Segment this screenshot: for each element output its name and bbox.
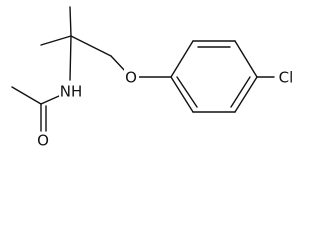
ring-double-right bbox=[230, 76, 251, 108]
bond-layer bbox=[11, 6, 275, 132]
ether-o-label-background bbox=[124, 69, 139, 86]
nh-label-background bbox=[59, 82, 83, 101]
label-layer: NH O O Cl bbox=[36, 68, 297, 150]
carbonyl-oxygen-label: O bbox=[37, 132, 49, 150]
ring-bond-ipso-top-left bbox=[170, 40, 194, 78]
chlorine-label: Cl bbox=[279, 69, 294, 87]
cl-label-background bbox=[275, 68, 297, 87]
ether-oxygen-label: O bbox=[125, 69, 137, 87]
molecule-diagram: NH O O Cl bbox=[11, 6, 297, 150]
ring-bond-bottom-left-ipso bbox=[170, 76, 194, 113]
ring-bond-top-right-para bbox=[234, 40, 258, 78]
bond-ch2-to-ether-o bbox=[110, 55, 127, 73]
nh-atom-label: NH bbox=[60, 83, 83, 101]
bond-top-methyl bbox=[69, 6, 72, 37]
carbonyl-o-label-background bbox=[36, 132, 51, 149]
bond-nh-to-carbonyl bbox=[40, 95, 60, 105]
structure-svg: NH O O Cl bbox=[11, 6, 297, 150]
bond-quaternary-to-nh bbox=[69, 35, 72, 81]
bond-left-methyl bbox=[40, 35, 72, 46]
bond-quaternary-to-ch2 bbox=[70, 35, 112, 57]
ring-bond-para-bottom-right bbox=[234, 76, 258, 113]
ring-double-left bbox=[176, 76, 198, 108]
bond-acetyl-methyl bbox=[11, 86, 42, 105]
